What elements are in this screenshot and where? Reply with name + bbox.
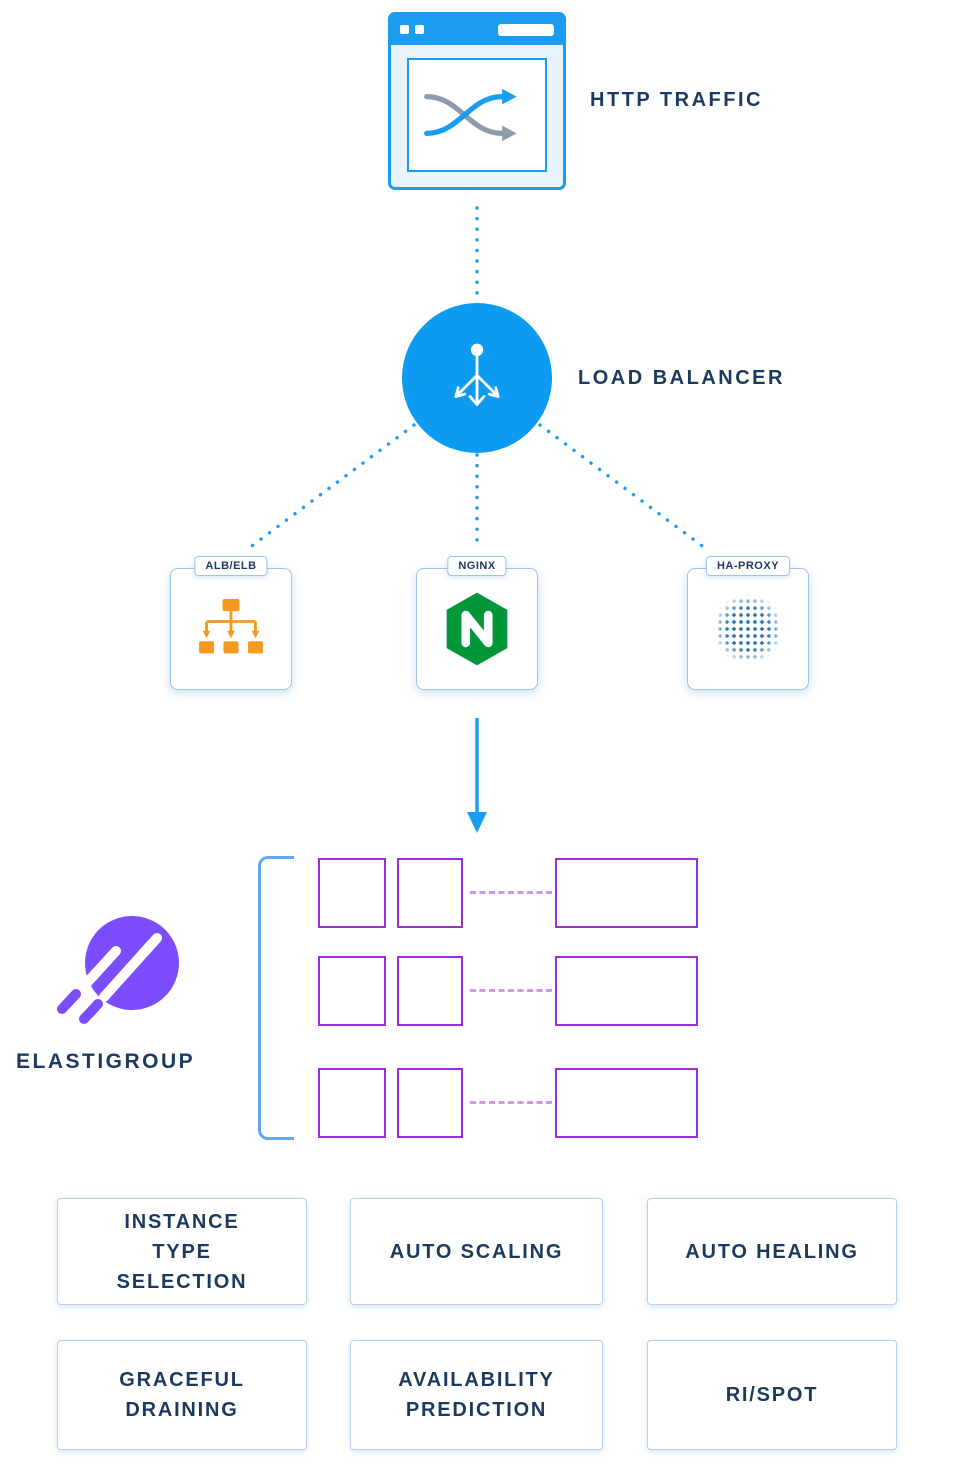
row-dash-connector	[470, 1101, 552, 1104]
node-tag: HA-PROXY	[705, 556, 791, 576]
feature-box-auto-scaling: AUTO SCALING	[350, 1198, 603, 1305]
browser-title-bar	[391, 15, 563, 45]
browser-button-icon	[415, 25, 424, 34]
feature-label: AUTO HEALING	[685, 1240, 859, 1263]
feature-box-auto-healing: AUTO HEALING	[647, 1198, 897, 1305]
instance-wide-box	[555, 956, 698, 1026]
instance-square	[318, 858, 386, 928]
instance-square	[397, 858, 463, 928]
http-traffic-label: HTTP TRAFFIC	[590, 89, 763, 111]
nginx-hexagon-icon	[446, 592, 508, 666]
http-traffic-icon	[388, 12, 566, 190]
feature-box-ri-spot: RI/SPOT	[647, 1340, 897, 1450]
flow-arrow-to-cluster	[467, 718, 487, 833]
feature-label: RI/SPOT	[725, 1384, 819, 1406]
feature-label: AUTO SCALING	[389, 1240, 564, 1263]
instance-square	[397, 1068, 463, 1138]
elastigroup-label: ELASTIGROUP	[16, 1050, 196, 1073]
dotted-line-lb-to-haproxy	[538, 423, 711, 553]
instance-square	[397, 956, 463, 1026]
load-balancer-label: LOAD BALANCER	[578, 367, 785, 389]
feature-label: AVAILABILITY PREDICTION	[398, 1369, 555, 1421]
load-balancer-node	[402, 303, 552, 453]
elastigroup-logo	[57, 916, 179, 1024]
instance-wide-box	[555, 858, 698, 928]
row-dash-connector	[470, 891, 552, 894]
cluster-bracket	[258, 856, 294, 1140]
branch-arrows-icon	[454, 343, 500, 406]
browser-button-icon	[400, 25, 409, 34]
balancer-node-nginx: NGINX	[416, 556, 538, 690]
balancer-node-alb-elb: ALB/ELB	[170, 556, 292, 690]
node-tag: NGINX	[447, 556, 507, 576]
haproxy-dotted-globe-icon	[712, 593, 784, 665]
feature-label: GRACEFUL DRAINING	[119, 1369, 245, 1421]
feature-box-availability-prediction: AVAILABILITY PREDICTION	[350, 1340, 603, 1450]
instance-square	[318, 956, 386, 1026]
instance-wide-box	[555, 1068, 698, 1138]
row-dash-connector	[470, 989, 552, 992]
node-tag: ALB/ELB	[194, 556, 268, 576]
browser-address-bar-icon	[498, 24, 554, 36]
feature-box-instance-type-selection: INSTANCE TYPE SELECTION	[57, 1198, 307, 1305]
dotted-line-lb-to-alb	[243, 423, 416, 553]
shuffle-arrows-icon	[407, 58, 547, 172]
feature-label: INSTANCE TYPE SELECTION	[116, 1210, 248, 1293]
feature-box-graceful-draining: GRACEFUL DRAINING	[57, 1340, 307, 1450]
balancer-node-haproxy: HA-PROXY	[687, 556, 809, 690]
instance-square	[318, 1068, 386, 1138]
alb-tree-icon	[199, 598, 263, 654]
